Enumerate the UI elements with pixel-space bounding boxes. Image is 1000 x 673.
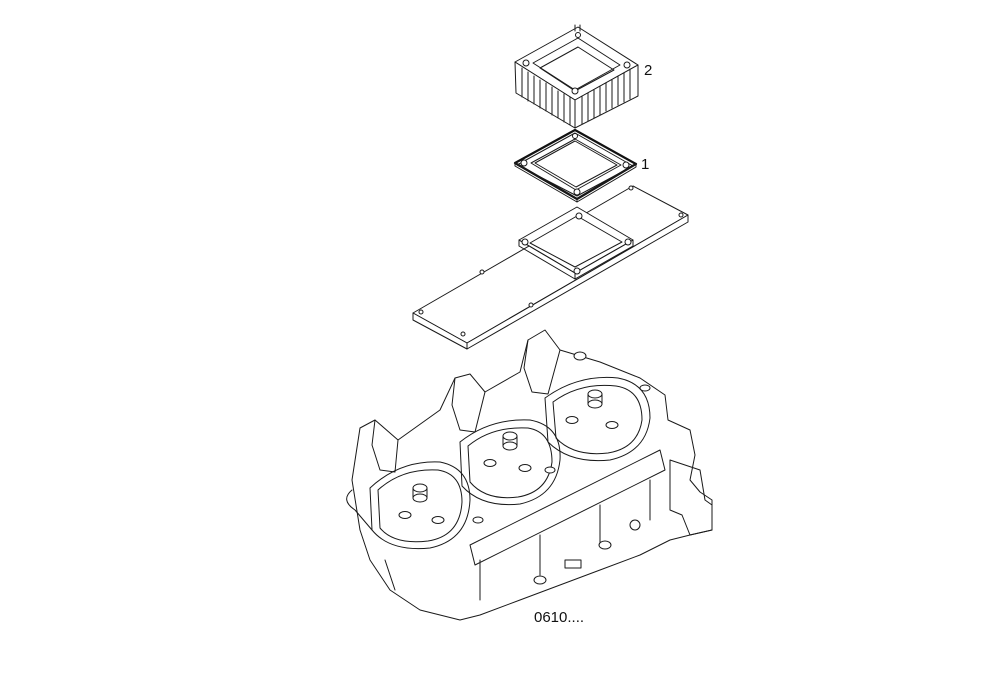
part-1-gasket [513,128,638,203]
figure-reference-code: 0610.... [534,609,585,626]
part-2-spacer-block [514,24,639,129]
callout-part-2: 2 [644,62,653,79]
cylinder-head [346,329,713,621]
cover-plate [412,185,689,350]
callout-part-1: 1 [641,156,650,173]
